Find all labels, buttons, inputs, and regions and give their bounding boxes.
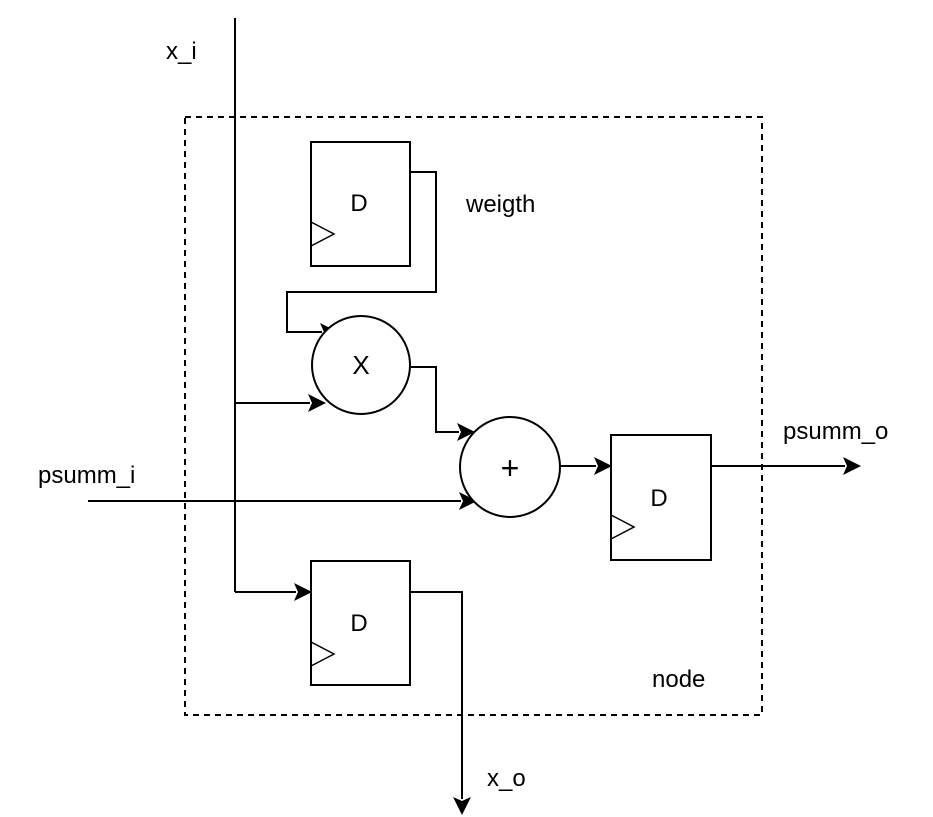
arrow-into-x-register xyxy=(294,583,312,601)
node-boundary xyxy=(184,116,763,716)
psum-register: D xyxy=(610,434,712,561)
x-register-label: D xyxy=(350,610,367,637)
multiplier-to-adder-wire xyxy=(410,366,459,433)
arrow-x-output xyxy=(453,797,471,815)
adder-symbol: + xyxy=(501,450,520,486)
multiplier: X xyxy=(311,315,411,415)
weight-label: weigth xyxy=(465,191,535,218)
x-input-label: x_i xyxy=(166,38,197,65)
arrow-into-adder-psum xyxy=(459,492,477,510)
arrow-into-psum-register xyxy=(594,457,612,475)
psum-output-label: psumm_o xyxy=(783,418,888,445)
psum-register-label: D xyxy=(650,485,667,512)
weight-register: D xyxy=(310,141,411,267)
x-register: D xyxy=(310,560,411,686)
arrow-into-multiplier-x xyxy=(308,394,326,412)
weight-to-multiplier-wire xyxy=(286,171,437,333)
node-label: node xyxy=(652,666,705,693)
x-register-clock-icon xyxy=(310,641,336,667)
adder: + xyxy=(459,416,561,518)
weight-register-clock-icon xyxy=(310,221,336,247)
x-output-label: x_o xyxy=(487,765,526,792)
weight-register-label: D xyxy=(350,190,367,217)
psum-input-label: psumm_i xyxy=(38,462,135,489)
arrow-psum-output xyxy=(843,457,861,475)
multiplier-symbol: X xyxy=(352,350,369,380)
x-output-wire xyxy=(410,591,463,799)
psum-register-clock-icon xyxy=(610,514,636,540)
arrow-into-adder-product xyxy=(457,423,475,441)
